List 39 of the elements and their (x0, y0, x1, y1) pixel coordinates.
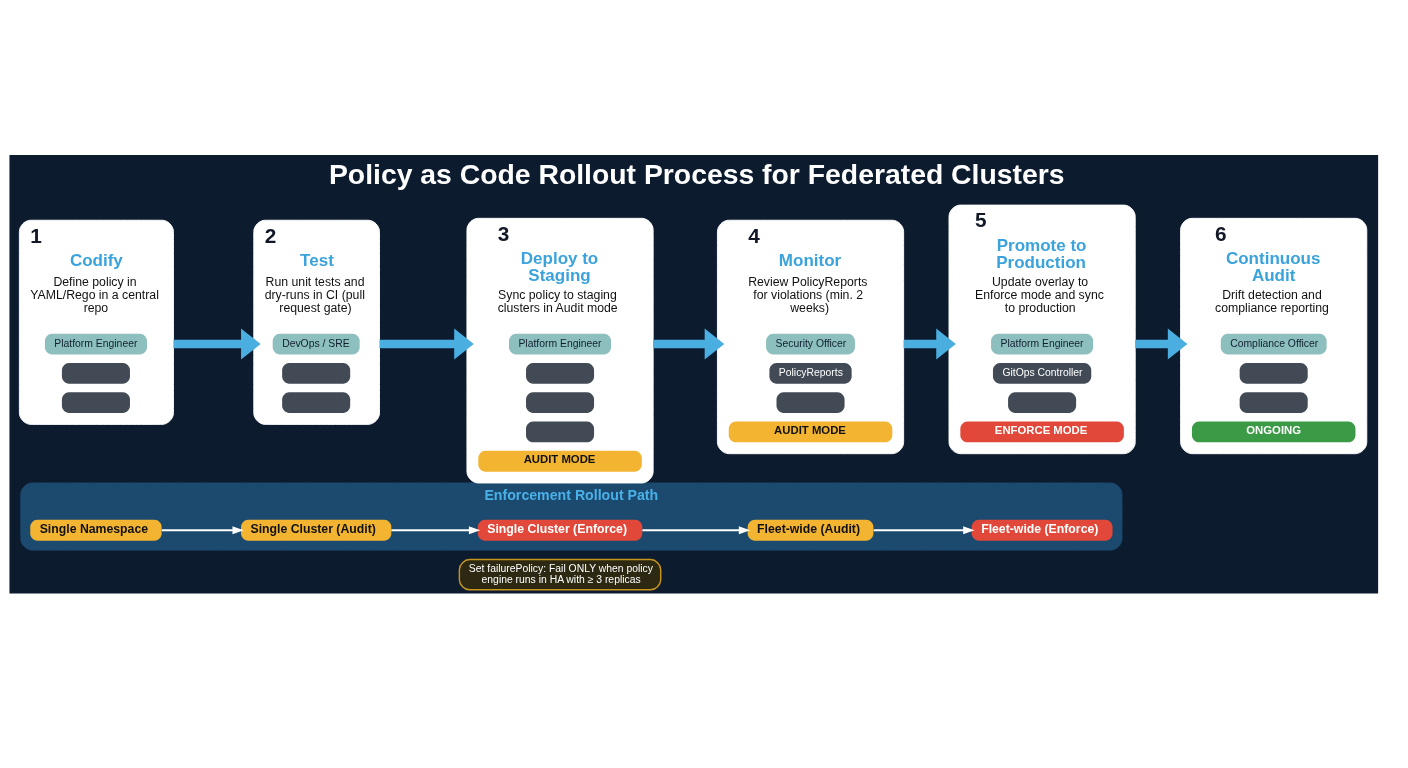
arrow (390, 525, 481, 534)
node-box: Compliance Officer (1220, 333, 1327, 354)
arrow (653, 328, 725, 360)
arrow (903, 328, 956, 360)
node-box: Platform Engineer (44, 333, 147, 354)
node-box: AUDIT MODE (478, 450, 642, 472)
node-box: ENFORCE MODE (960, 421, 1124, 442)
node-box: ONGOING (1191, 421, 1356, 442)
node-box (526, 362, 595, 384)
arrow (1135, 328, 1188, 360)
node-box: DevOps / SRE (272, 333, 360, 354)
node-box (776, 391, 845, 413)
node-box: Platform Engineer (991, 333, 1094, 354)
node-box (282, 391, 351, 413)
node-box: GitOps Controller (992, 362, 1092, 384)
node-box: Fleet-wide (Audit) (747, 519, 874, 541)
arrow (379, 328, 474, 360)
node-box: Single Namespace (30, 519, 162, 541)
arrow (641, 525, 751, 534)
node-box: PolicyReports (769, 362, 852, 384)
node-box (1239, 391, 1308, 413)
arrow (173, 328, 261, 360)
node-box: Set failurePolicy: Fail ONLY when policy engine runs in HA with ≥ 3 replicas (458, 558, 662, 590)
node-box: Fleet-wide (Enforce) (971, 519, 1113, 541)
node-box (1008, 391, 1077, 413)
node-box: Security Officer (766, 333, 855, 354)
node-box (526, 421, 595, 442)
node-box (61, 391, 130, 413)
arrow (160, 525, 244, 534)
node-box (1239, 362, 1308, 384)
node-box (282, 362, 351, 384)
diagram-title: Policy as Code Rollout Process for Federated Clusters (328, 157, 1065, 190)
node-box: Platform Engineer (509, 333, 612, 354)
node-box (61, 362, 130, 384)
node-box: Single Cluster (Audit) (241, 519, 392, 541)
node-box: AUDIT MODE (728, 421, 893, 442)
arrow (872, 525, 975, 534)
node-box: Single Cluster (Enforce) (477, 519, 643, 541)
node-box (526, 391, 595, 413)
